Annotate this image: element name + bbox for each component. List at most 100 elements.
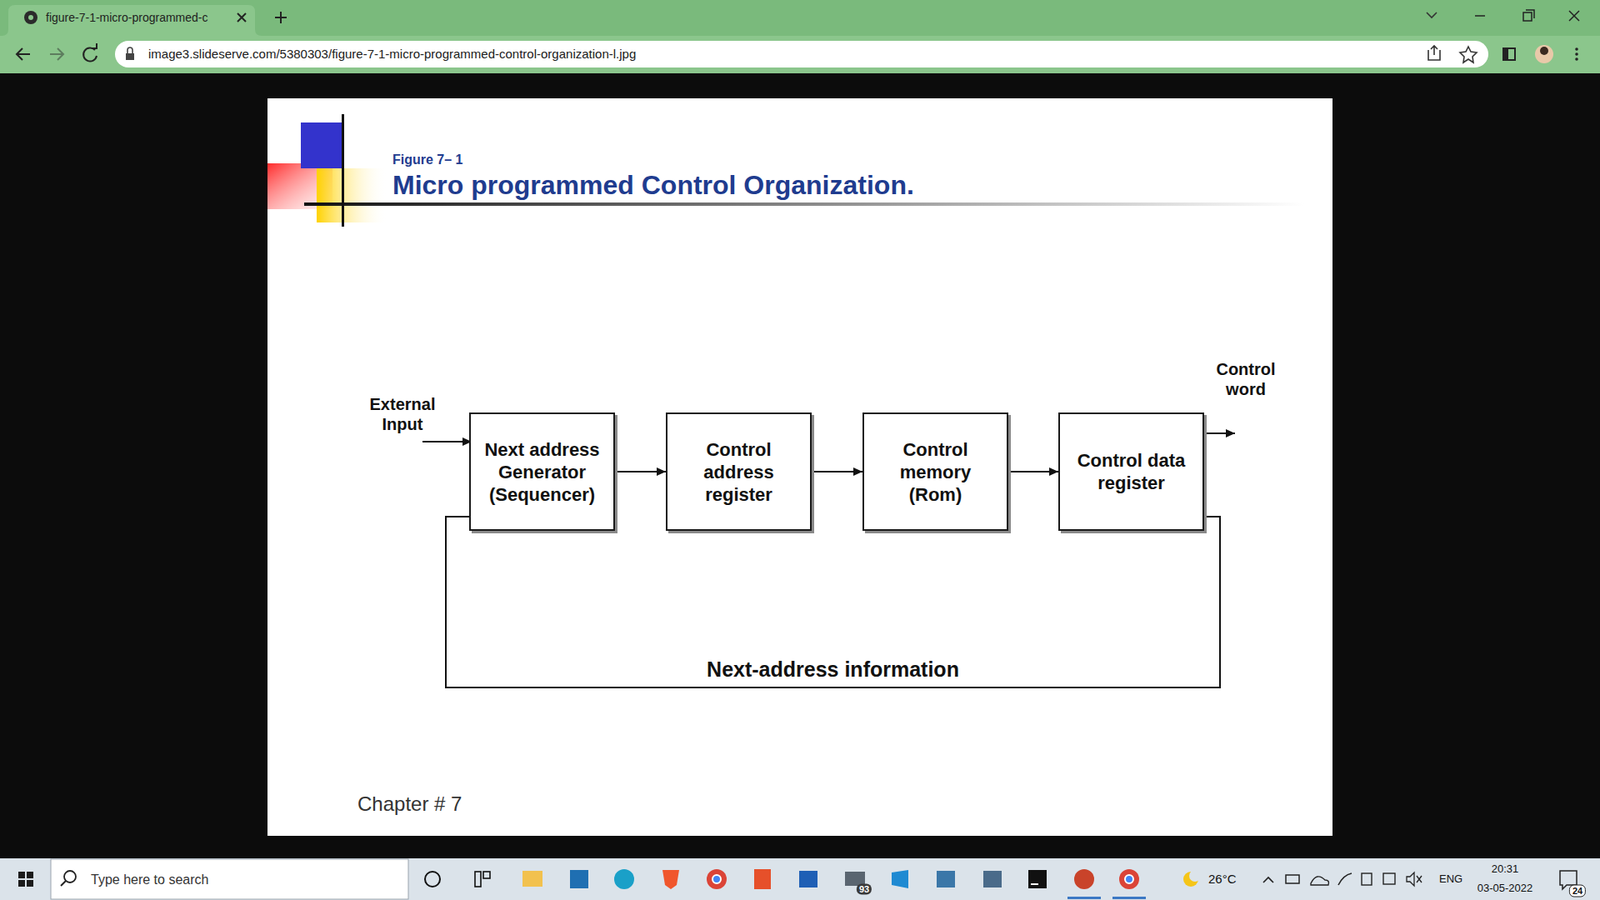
cortana-icon [425, 871, 440, 887]
image-viewer-background [0, 73, 1600, 859]
chapter-footer: Chapter # 7 [357, 791, 462, 816]
output-label: Control word [1204, 359, 1288, 400]
start-logo [18, 871, 25, 879]
tab-search-icon [1426, 12, 1437, 18]
register-box: Control data register [1058, 412, 1205, 531]
language-indicator: ENG [1439, 872, 1463, 886]
connector-line [811, 470, 863, 473]
browser-chrome [0, 0, 1600, 74]
new-tab-icon [275, 11, 287, 24]
box-text: Control memory (Rom) [874, 438, 997, 506]
task-view-icon [475, 871, 481, 887]
chrome-icon [706, 869, 727, 890]
back-icon [16, 48, 30, 60]
task-view-icon [483, 871, 490, 879]
restore-icon [1523, 12, 1532, 21]
search-box [50, 859, 409, 900]
toolbar [0, 35, 1600, 74]
reload-icon [91, 43, 97, 49]
office-icon [754, 869, 771, 890]
figure-number: Figure 7– 1 [392, 151, 463, 168]
search-placeholder: Type here to search [90, 871, 209, 888]
taskbar [0, 858, 1600, 900]
restore-icon [1525, 10, 1535, 19]
box-text: Control address register [677, 438, 800, 506]
chrome-icon [1125, 875, 1134, 884]
chrome-icon [712, 875, 721, 884]
profile-avatar [1535, 45, 1554, 64]
process-box: Next address Generator (Sequencer) [469, 412, 615, 531]
menu-icon [1575, 57, 1579, 61]
menu-icon [1575, 52, 1579, 56]
lock-icon [125, 53, 135, 60]
forward-icon [50, 48, 64, 60]
memory-box: Control memory (Rom) [862, 412, 1009, 531]
edge-icon [614, 869, 635, 890]
profile-avatar [1540, 46, 1549, 55]
logo-yellow-square [316, 168, 388, 223]
active-indicator [1067, 896, 1101, 900]
logo-blue-square [300, 122, 342, 169]
tray-chevron [1263, 877, 1274, 883]
wifi-icon [1338, 873, 1352, 885]
tab-favicon [24, 10, 38, 25]
minimize-icon [1475, 15, 1485, 17]
vscode-icon [891, 870, 909, 889]
start-logo [26, 880, 34, 887]
connector-line [445, 516, 1220, 688]
box-text: Control data register [1070, 449, 1193, 495]
reload-icon [83, 47, 97, 61]
box-text: Next address Generator (Sequencer) [480, 438, 604, 506]
input-label: External Input [360, 394, 445, 435]
pycharm-icon [1028, 870, 1047, 889]
logo-vertical-line [341, 114, 345, 227]
search-icon [64, 870, 76, 883]
badge-count: 24 [1569, 885, 1586, 898]
menu-icon [1575, 47, 1579, 51]
cloud-icon [1310, 876, 1330, 885]
temperature: 26°C [1208, 871, 1237, 887]
tray-icon [1361, 873, 1372, 885]
powerpoint-icon [1074, 869, 1095, 890]
tab-close-icon [237, 13, 246, 22]
tab-title: figure-7-1-micro-programmed-c [45, 10, 209, 25]
app-icon [983, 870, 1002, 888]
close-window-icon [1569, 10, 1580, 21]
output-arrow [1203, 432, 1235, 435]
address-field [115, 40, 1489, 68]
clock-time: 20:31 [1491, 862, 1520, 876]
start-logo [18, 880, 25, 887]
clock-date: 03-05-2022 [1477, 881, 1534, 895]
share-icon [1428, 45, 1440, 60]
badge-count: 93 [856, 884, 872, 895]
folder-icon [522, 870, 543, 887]
battery-icon [1285, 875, 1300, 884]
slide [267, 98, 1333, 836]
slide-background [267, 98, 1333, 836]
active-tab [1, 5, 262, 36]
tray-icon [1383, 873, 1395, 885]
title-rule [304, 202, 1305, 206]
taskbar [0, 858, 1600, 900]
weather-icon [1189, 870, 1201, 882]
browser-chrome [0, 0, 1600, 36]
side-panel-icon [1503, 48, 1509, 60]
python-icon [936, 870, 955, 888]
bookmark-star [1460, 46, 1477, 63]
url-text: image3.slideserve.com/5380303/figure-7-1… [148, 46, 636, 62]
active-indicator [1112, 896, 1146, 900]
volume-muted-icon [1406, 872, 1422, 886]
input-arrow [422, 440, 472, 443]
connector-line [1008, 470, 1059, 473]
store-icon [799, 870, 818, 888]
pycharm-icon [1030, 883, 1039, 885]
lock-icon [127, 47, 133, 54]
side-panel-icon [1503, 48, 1515, 60]
chrome-icon [1119, 869, 1140, 890]
slide-title: Micro programmed Control Organization. [392, 170, 915, 200]
connector-line [615, 470, 666, 473]
connector-label: Next-address information [701, 656, 965, 682]
brave-icon [662, 870, 680, 890]
tab-favicon [28, 15, 34, 20]
